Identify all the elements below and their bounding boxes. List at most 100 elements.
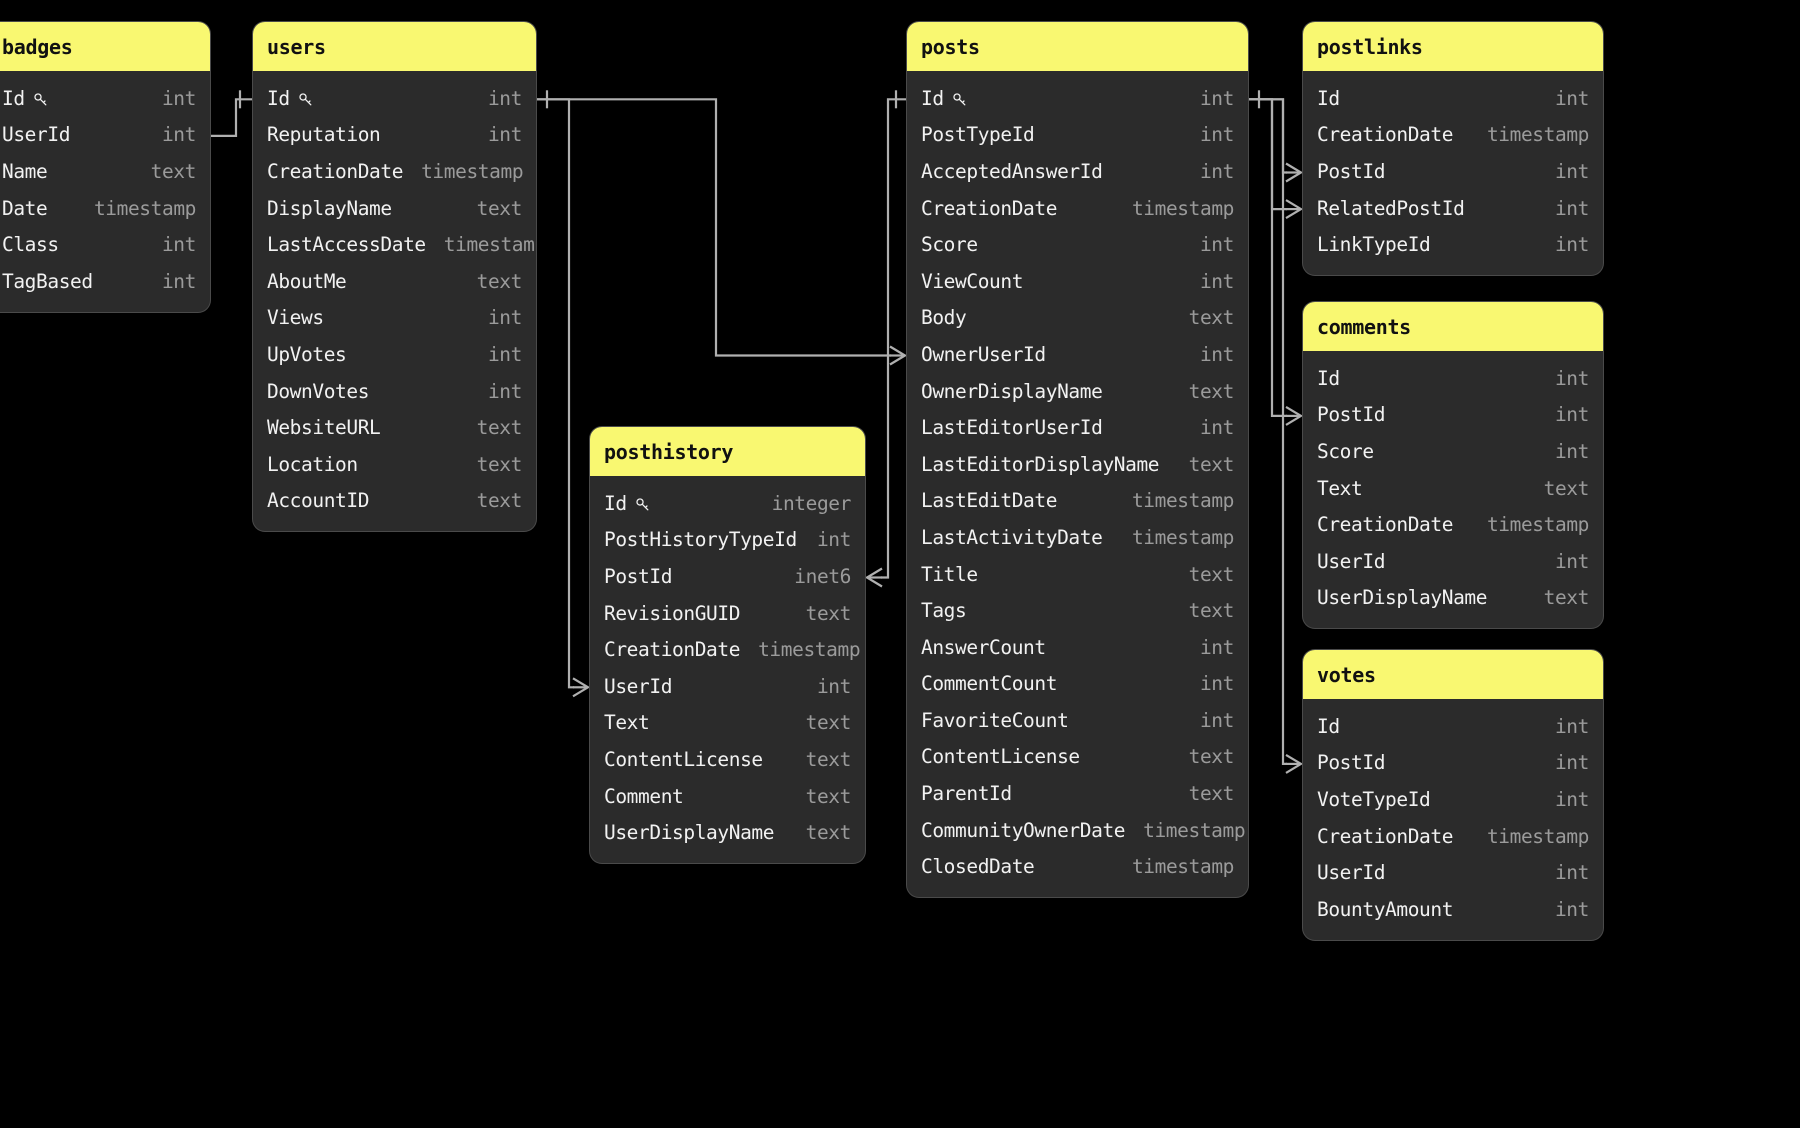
table-title-votes[interactable]: votes [1303, 650, 1603, 699]
column-type: text [476, 489, 523, 513]
column-name: ContentLicense [604, 748, 763, 771]
table-title-postlinks[interactable]: postlinks [1303, 22, 1603, 71]
column-name: CreationDate [267, 160, 403, 183]
column-type: int [1554, 196, 1589, 220]
table-title-users[interactable]: users [253, 22, 536, 71]
column-type: int [1554, 366, 1589, 390]
table-title-comments[interactable]: comments [1303, 302, 1603, 351]
table-title-badges[interactable]: badges [0, 22, 210, 71]
column-name: AccountID [267, 489, 369, 512]
table-title-posthistory[interactable]: posthistory [590, 427, 865, 476]
column-name-label: LinkTypeId [1317, 233, 1431, 257]
table-title-posts[interactable]: posts [907, 22, 1248, 71]
column-name: DisplayName [267, 197, 392, 220]
column-name: Id [604, 492, 651, 515]
column-name-label: LastEditorUserId [921, 416, 1103, 440]
column-name-label: Location [267, 452, 358, 476]
column-name-label: Views [267, 306, 324, 330]
column-type: text [805, 784, 852, 808]
column-name-label: Date [2, 196, 48, 220]
column-row[interactable]: AccountID text [253, 483, 536, 520]
column-name: Id [1317, 87, 1340, 110]
column-name: ClosedDate [921, 855, 1035, 878]
column-name: UserId [2, 123, 70, 146]
column-type: timestamp [1143, 818, 1246, 842]
